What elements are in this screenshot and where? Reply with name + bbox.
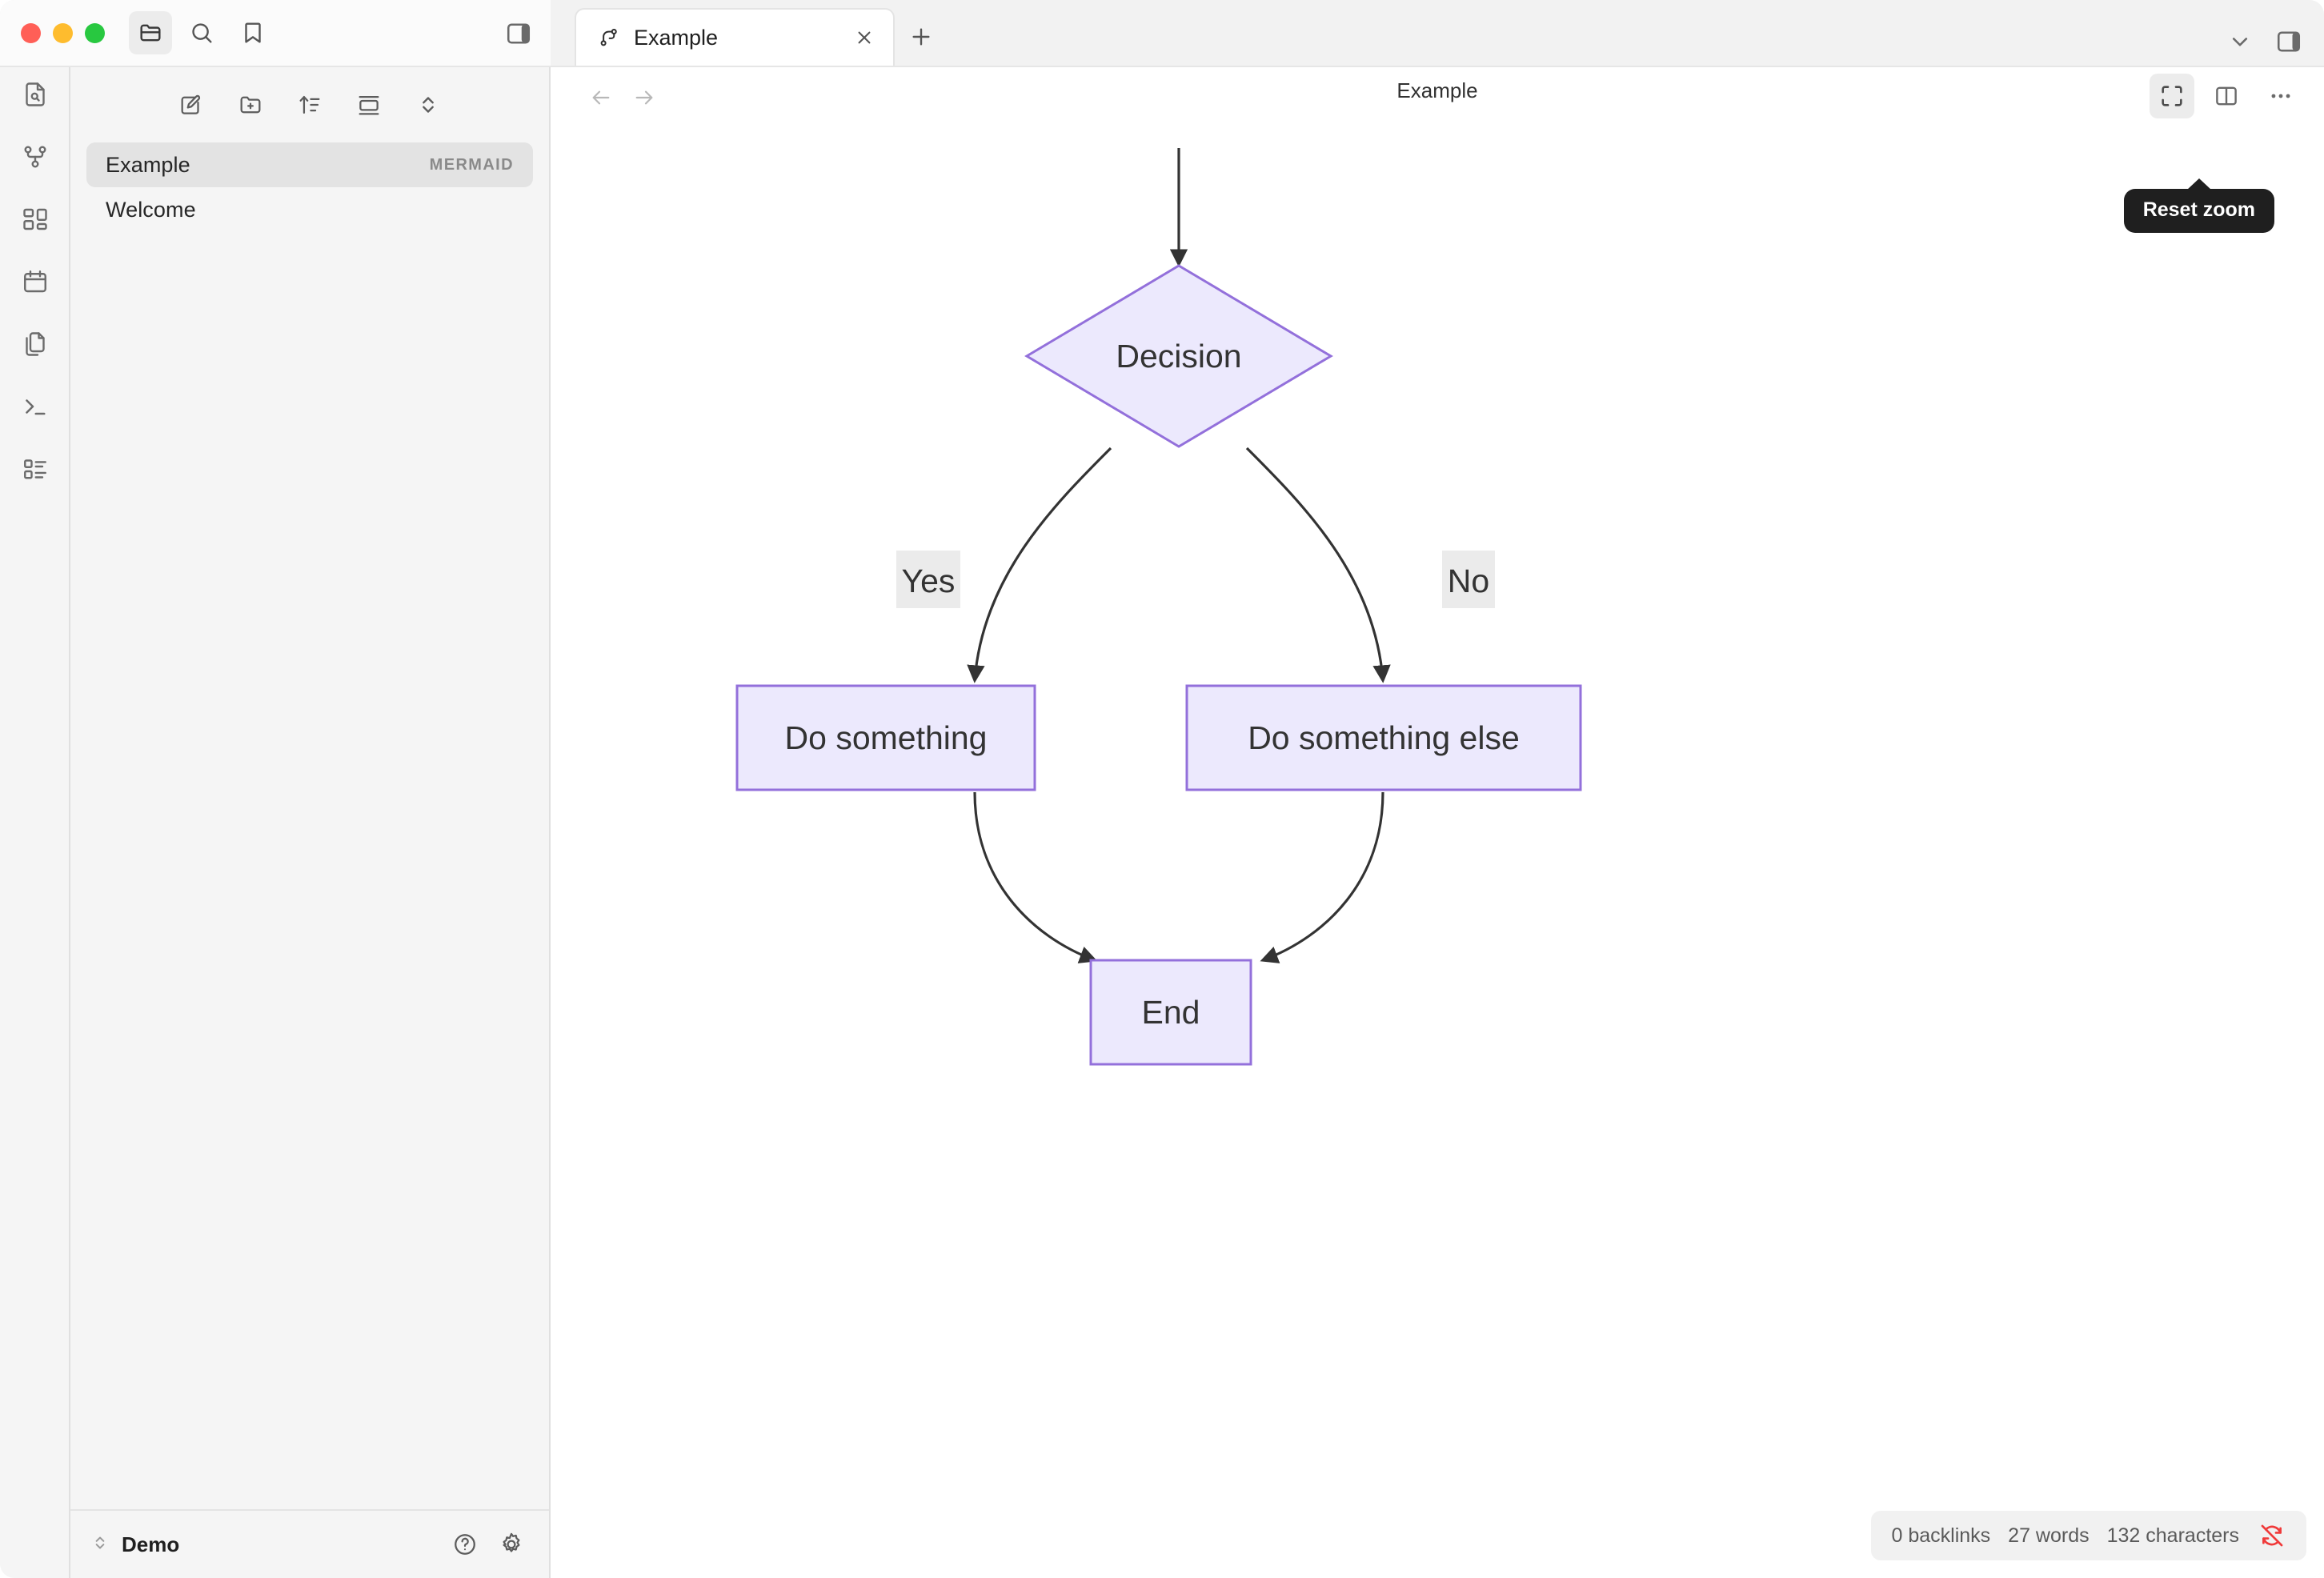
calendar-icon[interactable]: [10, 262, 60, 301]
panel-right-icon[interactable]: [2274, 27, 2303, 56]
tab-label: Example: [634, 25, 719, 50]
list-details-icon[interactable]: [10, 450, 60, 488]
character-count[interactable]: 132 characters: [2106, 1524, 2239, 1547]
file-type-badge: MERMAID: [429, 155, 514, 174]
search-icon[interactable]: [180, 11, 223, 54]
file-name: Example: [106, 152, 190, 177]
bookmark-icon[interactable]: [231, 11, 274, 54]
new-folder-icon[interactable]: [230, 84, 271, 126]
split-view-icon[interactable]: [2204, 74, 2249, 118]
help-circle-icon[interactable]: [451, 1531, 479, 1558]
mermaid-flowchart[interactable]: Decision Do something Do something else: [551, 128, 2324, 1578]
backlinks-count[interactable]: 0 backlinks: [1891, 1524, 1991, 1547]
node-label: Do something: [785, 719, 988, 756]
view-actions: [2150, 74, 2303, 118]
collapse-icon[interactable]: [348, 84, 390, 126]
node-do-something-else: Do something else: [1185, 684, 1582, 791]
arrow-left-icon[interactable]: [579, 76, 623, 119]
sync-disabled-icon[interactable]: [2258, 1522, 2286, 1549]
node-end: End: [1089, 959, 1252, 1066]
edge-label: No: [1448, 563, 1489, 599]
graph-icon[interactable]: [10, 138, 60, 176]
traffic-lights: [21, 22, 105, 43]
expand-collapse-icon[interactable]: [407, 84, 449, 126]
page-title: Example: [1396, 78, 1478, 102]
window-titlebar-left: [0, 0, 560, 67]
node-label: Do something else: [1248, 719, 1520, 756]
window-close-button[interactable]: [21, 22, 41, 43]
close-icon[interactable]: [853, 26, 876, 49]
vault-switcher[interactable]: Demo: [90, 1532, 179, 1557]
file-explorer-toolbar: [70, 67, 549, 134]
icon-rail: [0, 0, 70, 1578]
reset-zoom-icon[interactable]: [2150, 74, 2194, 118]
file-name: Welcome: [106, 197, 196, 222]
edge-label-yes: Yes: [896, 551, 960, 608]
file-list: Example MERMAID Welcome: [70, 134, 549, 1509]
node-decision: Decision: [1024, 264, 1333, 448]
vault-name: Demo: [122, 1532, 180, 1556]
gear-icon[interactable]: [498, 1531, 525, 1558]
mermaid-icon: [597, 26, 621, 50]
node-label: End: [1142, 994, 1200, 1031]
new-note-icon[interactable]: [170, 84, 212, 126]
edge-decision-do-something-else: [1245, 447, 1391, 683]
view-header: Example: [551, 67, 2324, 128]
word-count[interactable]: 27 words: [2008, 1524, 2090, 1547]
node-do-something: Do something: [735, 684, 1036, 791]
window-minimize-button[interactable]: [53, 22, 73, 43]
window-zoom-button[interactable]: [85, 22, 105, 43]
chevron-down-icon[interactable]: [2226, 28, 2254, 55]
status-bar: 0 backlinks 27 words 132 characters: [1870, 1511, 2306, 1560]
tab-example[interactable]: Example: [575, 8, 895, 66]
file-explorer-panel: Example MERMAID Welcome Demo: [70, 67, 551, 1578]
terminal-icon[interactable]: [10, 387, 60, 426]
dashboard-icon[interactable]: [10, 200, 60, 238]
node-label: Decision: [1116, 338, 1241, 374]
edge-do-something-else-end: [1260, 791, 1384, 963]
panel-right-icon[interactable]: [498, 13, 539, 54]
plus-icon[interactable]: [895, 8, 948, 66]
document-view: Example: [551, 67, 2324, 1578]
folder-icon[interactable]: [129, 11, 172, 54]
edge-label: Yes: [902, 563, 956, 599]
more-options-icon[interactable]: [2258, 74, 2303, 118]
copy-files-icon[interactable]: [10, 325, 60, 363]
file-search-icon[interactable]: [10, 75, 60, 114]
list-item[interactable]: Welcome: [86, 187, 533, 232]
chevron-updown-icon: [90, 1532, 110, 1557]
tab-bar: Example: [551, 0, 2324, 67]
sort-icon[interactable]: [289, 84, 331, 126]
reset-zoom-tooltip: Reset zoom: [2123, 189, 2274, 233]
edge-do-something-end: [973, 791, 1098, 963]
list-item[interactable]: Example MERMAID: [86, 142, 533, 187]
file-explorer-footer: Demo: [70, 1509, 549, 1578]
edge-label-no: No: [1442, 551, 1495, 608]
arrow-right-icon[interactable]: [623, 76, 666, 119]
edge-decision-do-something: [967, 447, 1112, 683]
